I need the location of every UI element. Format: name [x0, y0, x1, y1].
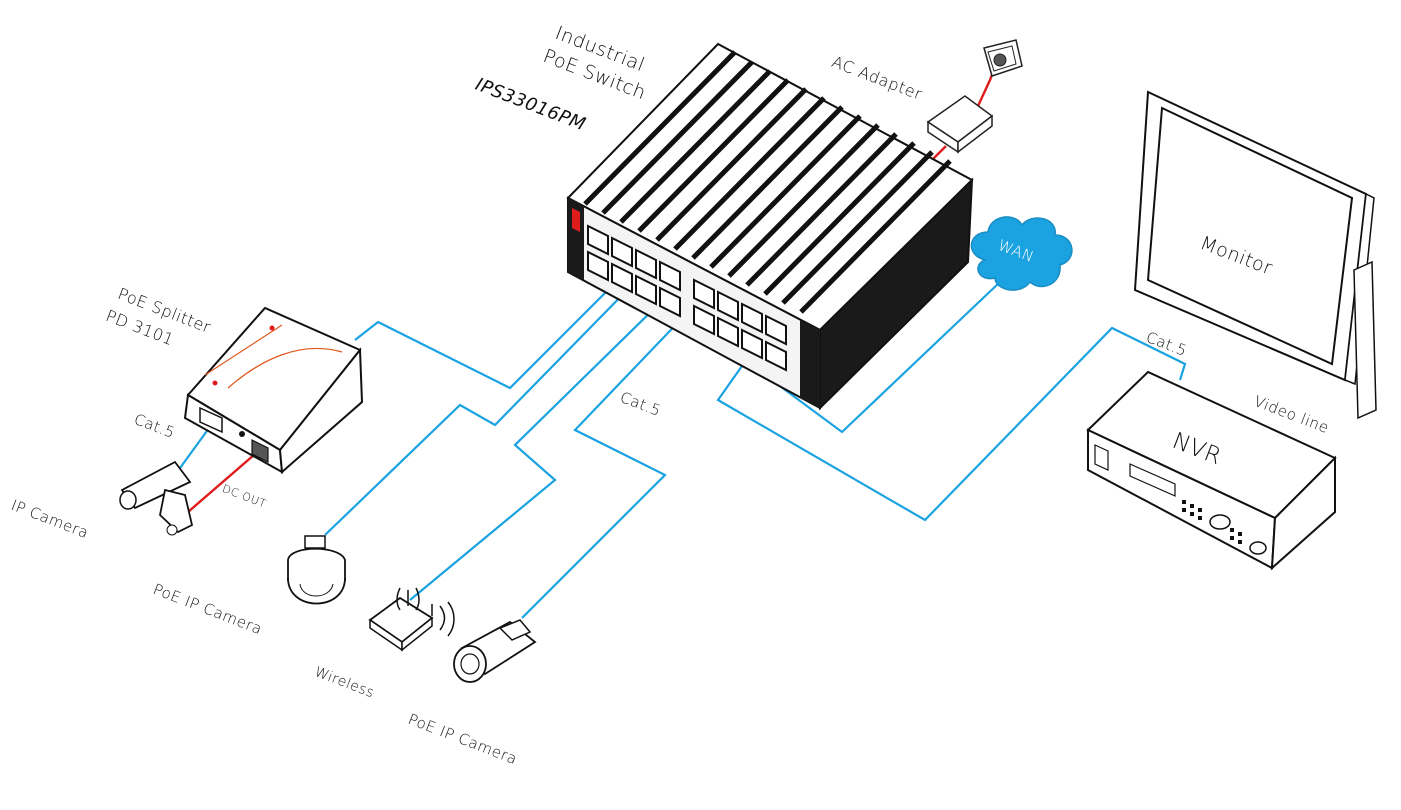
heatsink-fins	[583, 50, 952, 314]
cable-switch-to-wan	[764, 281, 1001, 434]
industrial-switch-icon	[566, 42, 974, 411]
cable-bullet-camera-to-switch	[521, 311, 689, 619]
ac-adapter-icon	[926, 95, 994, 154]
network-cables	[179, 275, 1187, 619]
wan-cloud-icon	[970, 216, 1073, 291]
wireless-ap-icon	[368, 587, 455, 652]
cable-splitter-to-switch	[354, 275, 623, 390]
cable-switch-to-nvr	[716, 326, 1187, 522]
ip-camera-icon	[119, 460, 194, 536]
nvr-buttons	[1182, 500, 1242, 544]
poe-splitter-icon	[183, 306, 364, 475]
bullet-camera-icon	[453, 619, 537, 683]
cable-dome-camera-to-switch	[324, 281, 636, 536]
monitor-icon	[1133, 90, 1377, 420]
cable-wireless-to-switch	[409, 297, 666, 601]
nvr-icon	[1086, 370, 1337, 571]
power-cable-dc-out	[187, 447, 263, 513]
dome-camera-icon	[287, 535, 346, 605]
cable-splitter-to-ipcamera	[179, 423, 213, 469]
power-cable-adapter-to-switch	[931, 145, 947, 161]
switch-ports	[587, 224, 787, 372]
wall-socket-icon	[983, 39, 1023, 77]
